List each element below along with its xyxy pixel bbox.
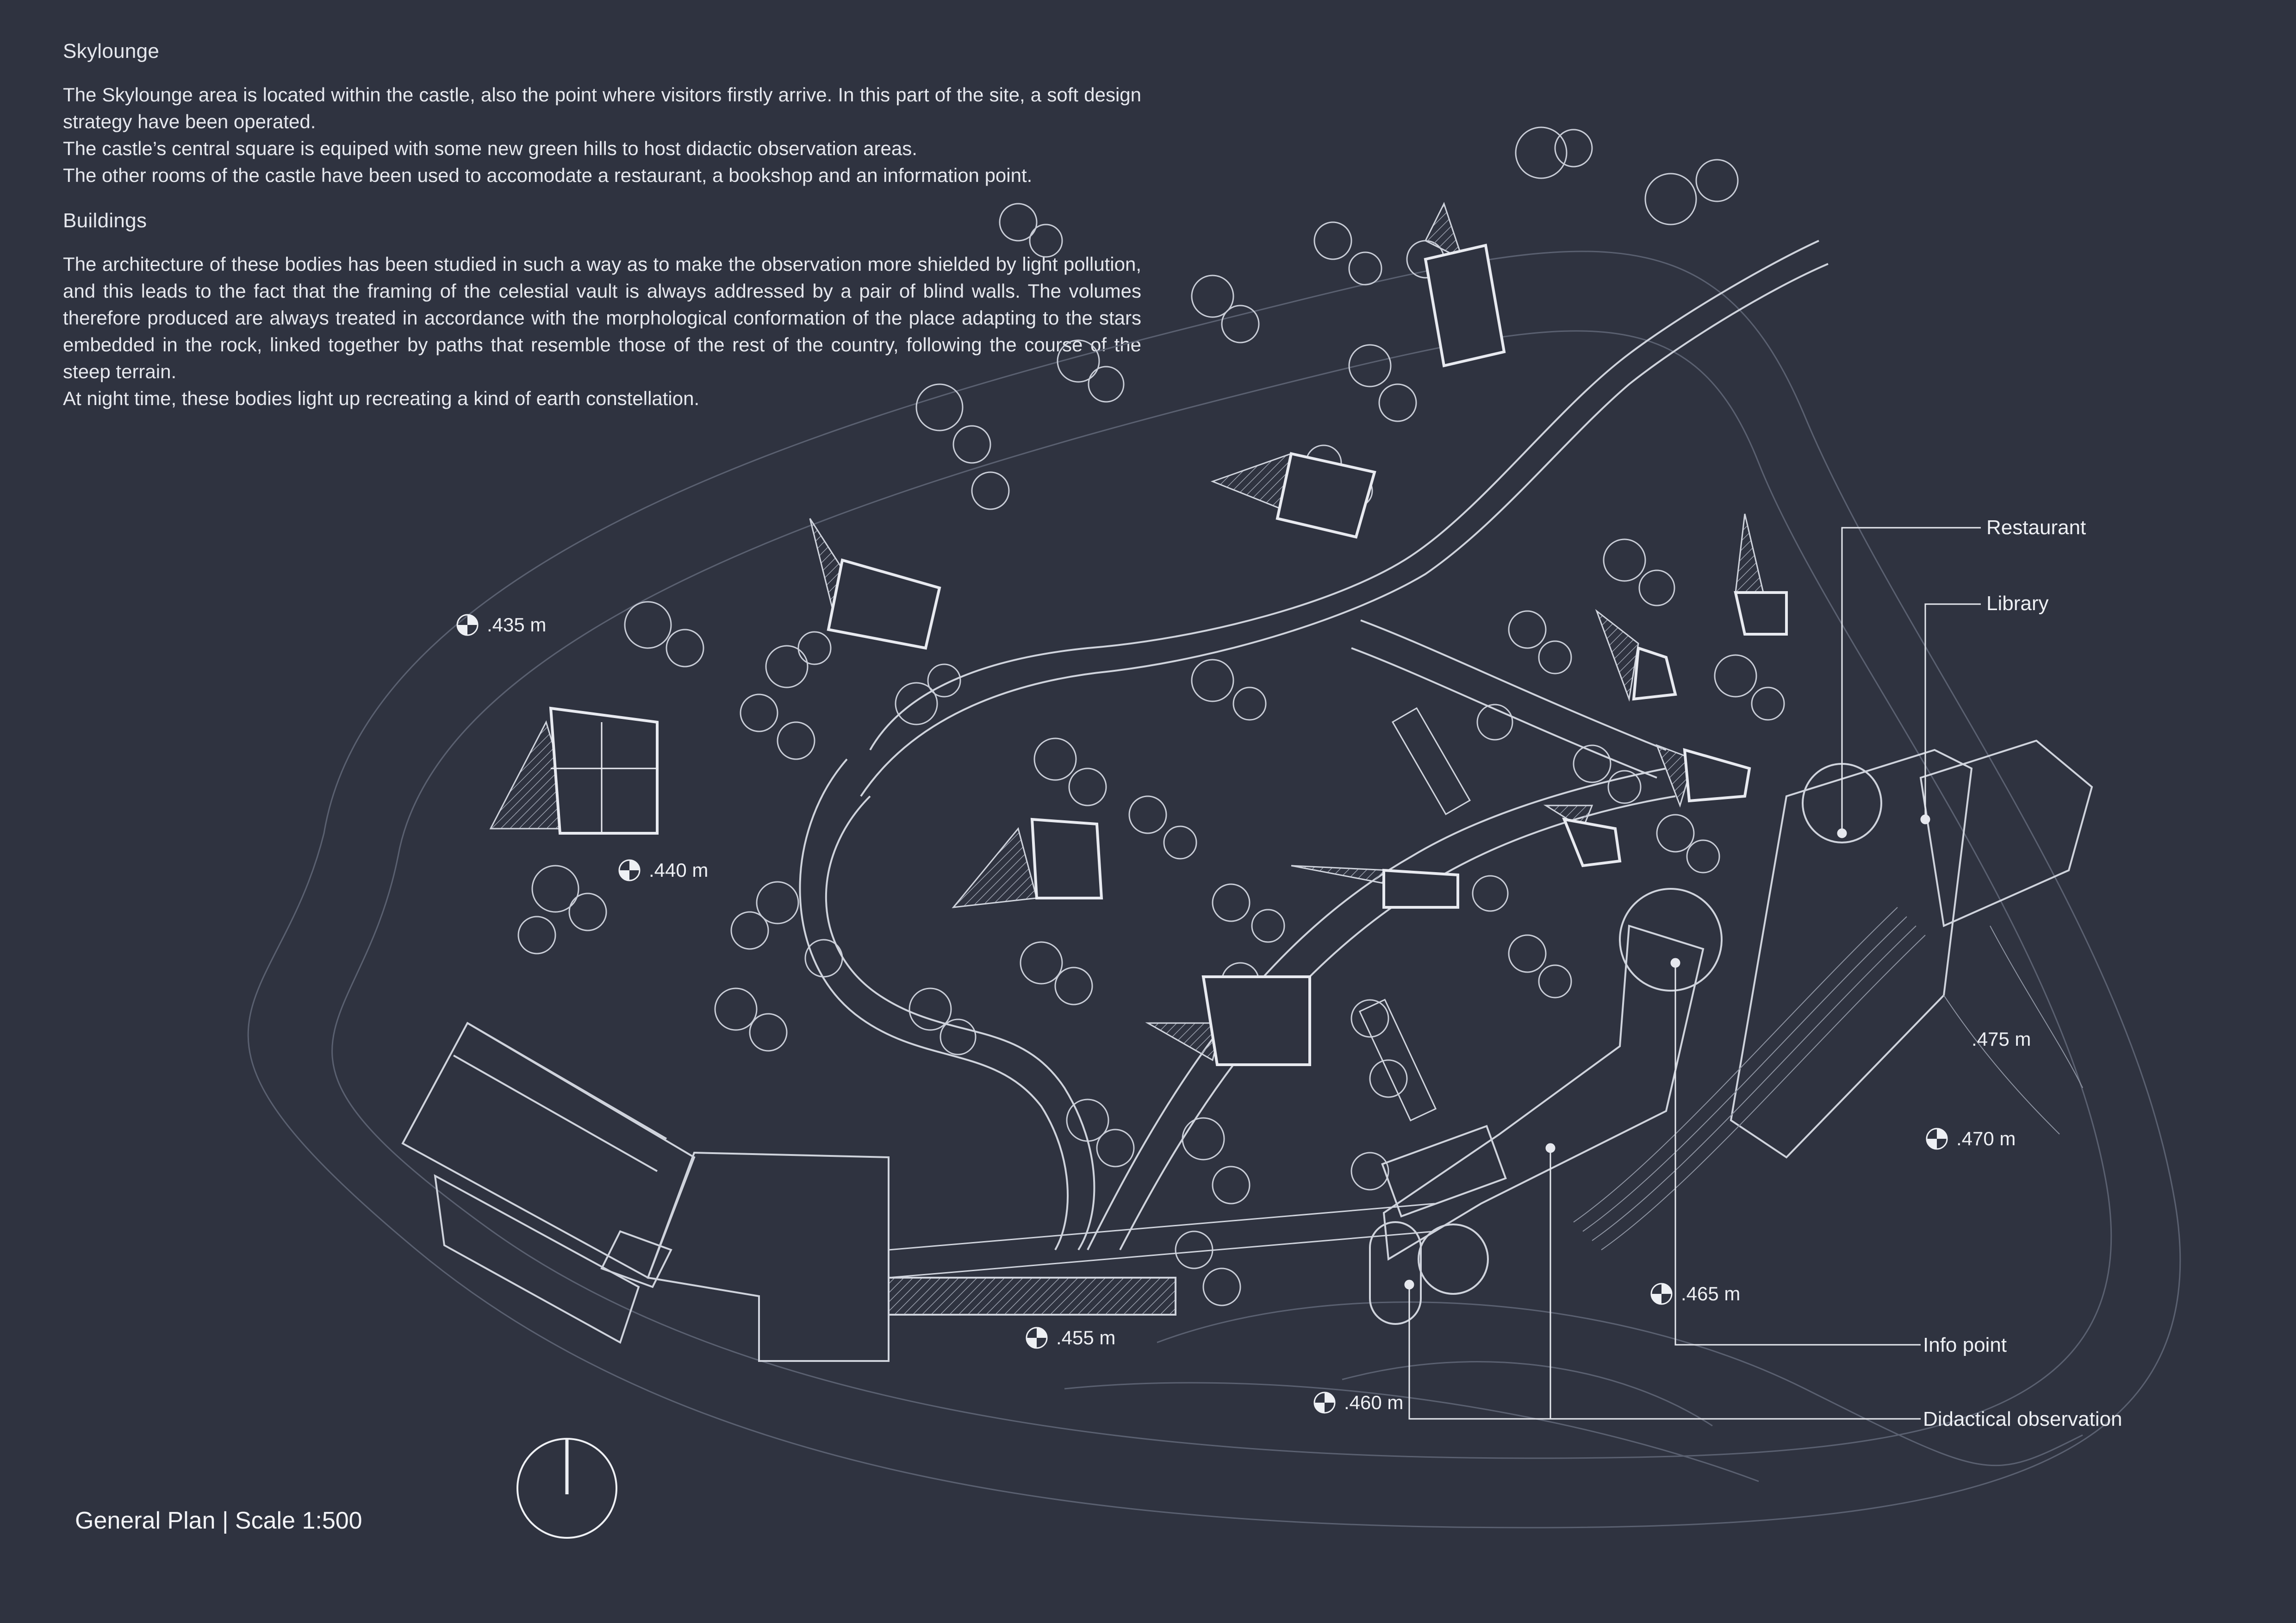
restaurant-label: Restaurant [1986,516,2086,539]
castle-complex [1369,739,2093,1325]
elevation-marker: .470 m [1926,1128,2016,1150]
elevation-label: .435 m [487,614,546,636]
didactical-observation-leader [1408,1285,1921,1420]
info-point-label: Info point [1923,1334,2007,1356]
didactical-observation-label: Didactical observation [1923,1408,2122,1430]
north-arrow-icon [516,1438,617,1539]
pavilion-south [1145,975,1311,1066]
callout-labels: Restaurant Library Info point Didactical… [1923,516,2122,1430]
elevation-markers: .435 m .440 m .455 m .460 m [456,614,2031,1414]
pavilion-east-2 [1543,805,1622,868]
buildings-paragraph: At night time, these bodies light up rec… [63,387,700,409]
description-block: Skylounge The Skylounge area is located … [63,40,1141,432]
walkway-strips [1358,707,1471,1122]
elevation-label: .470 m [1956,1128,2016,1149]
pavilion-lodge [489,706,659,835]
restaurant-leader [1841,527,1981,833]
info-point-leader [1674,963,1921,1346]
library-leader [1924,603,1981,819]
elevation-marker: .475 m [1972,1028,2031,1050]
elevation-label: .460 m [1344,1392,1403,1413]
skylounge-text: The Skylounge area is located within the… [63,81,1141,189]
elevation-marker: .460 m [1313,1392,1403,1414]
buildings-heading: Buildings [63,209,147,232]
elevation-label: .440 m [649,859,708,881]
elevation-label: .455 m [1056,1327,1115,1348]
elevation-marker: .435 m [456,614,546,636]
pavilion-center [952,818,1103,908]
paths [799,240,1829,1279]
skylounge-paragraph: The castle’s central square is equiped w… [63,137,917,159]
buildings-paragraph: The architecture of these bodies has bee… [63,253,1141,382]
skylounge-heading: Skylounge [63,40,160,62]
pavilion-upper [1210,452,1376,539]
skylounge-paragraph: The other rooms of the castle have been … [63,164,1033,186]
trees [517,126,1785,1306]
callout-lines [1404,527,1981,1420]
buildings-text: The architecture of these bodies has bee… [63,251,1141,412]
pavilion-north [1424,202,1506,368]
castle-volumes [401,1022,1176,1362]
elevation-label: .475 m [1972,1028,2031,1050]
pavilion-west [809,518,941,650]
pavilion-east-1 [1291,865,1459,909]
library-label: Library [1986,592,2049,615]
pavilion-east-5 [1734,513,1788,636]
skylounge-paragraph: The Skylounge area is located within the… [63,84,1141,132]
elevation-marker: .440 m [618,859,708,881]
pavilion-east-4 [1655,744,1751,808]
plan-title: General Plan | Scale 1:500 [75,1507,362,1534]
pavilions [489,202,1788,1122]
terrain-contours [247,250,2181,1529]
elevation-marker: .455 m [1026,1327,1115,1349]
elevation-label: .465 m [1681,1283,1740,1305]
elevation-marker: .465 m [1650,1283,1740,1305]
pavilion-east-3 [1595,609,1677,702]
